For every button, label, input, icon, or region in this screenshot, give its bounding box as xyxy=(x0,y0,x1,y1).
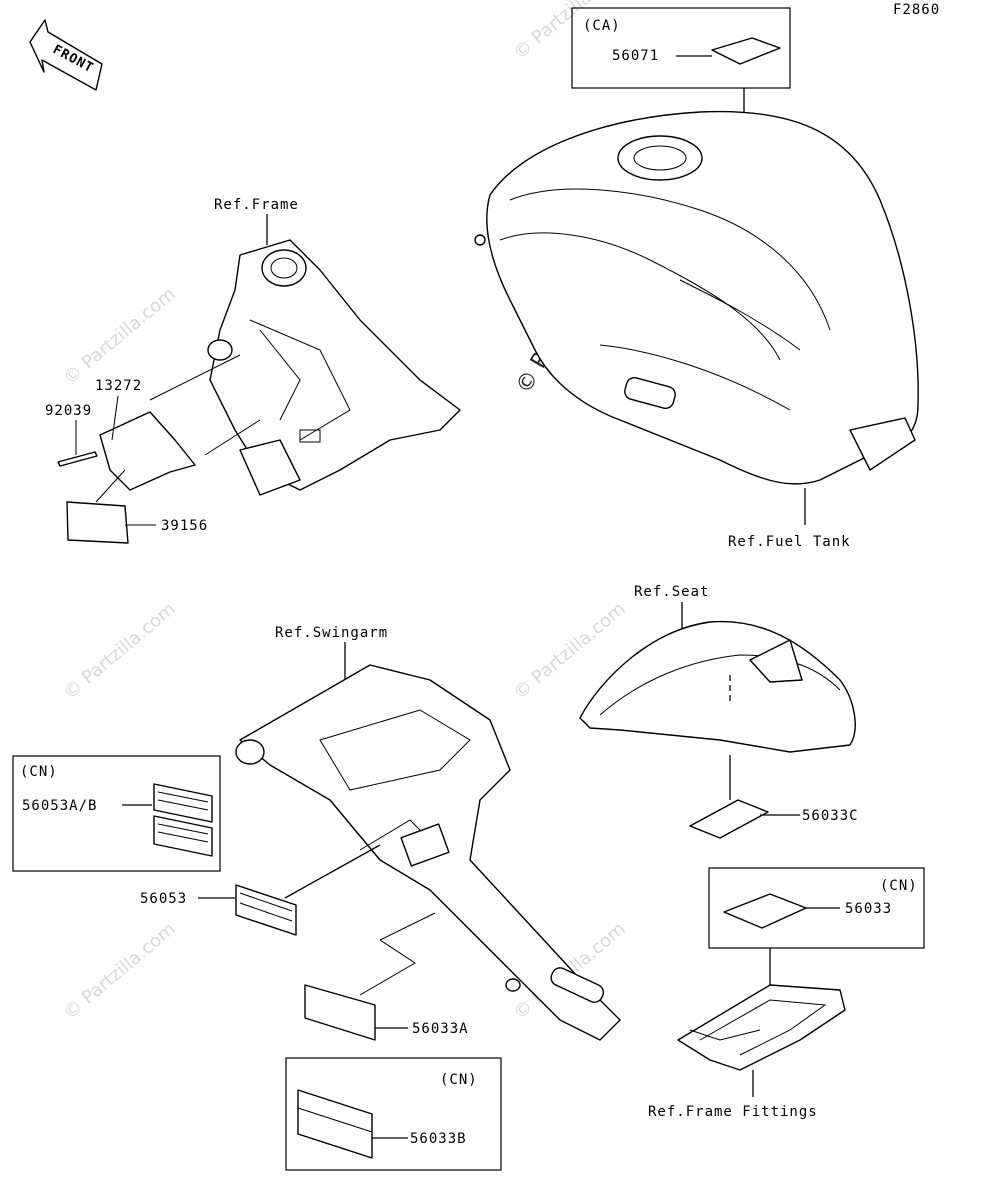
leader-13272 xyxy=(111,395,119,441)
part-number-56053ab: 56053A/B xyxy=(22,798,97,814)
part-number-13272: 13272 xyxy=(95,378,142,394)
cn-label-bottom: (CN) xyxy=(440,1072,478,1088)
rivet-92039 xyxy=(57,451,98,467)
part-number-92039: 92039 xyxy=(45,403,92,419)
watermark: © Partzilla.com xyxy=(60,918,180,1023)
leader-39156-frame xyxy=(95,469,126,503)
fuel-tank xyxy=(474,110,919,485)
part-number-56053: 56053 xyxy=(140,891,187,907)
label-56033a xyxy=(304,984,376,1041)
part-number-39156: 39156 xyxy=(161,518,208,534)
cn-box-bottom xyxy=(285,1057,502,1171)
front-arrow-icon xyxy=(29,19,103,91)
part-number-56033b: 56033B xyxy=(410,1131,467,1147)
seat-part xyxy=(579,620,856,753)
label-56033b xyxy=(297,1089,373,1159)
leader-13272-frame-b xyxy=(204,419,261,456)
frame-fittings-part xyxy=(677,984,846,1071)
reflector-56053 xyxy=(235,884,297,936)
part-number-56033a: 56033A xyxy=(412,1021,469,1037)
bracket-13272 xyxy=(99,411,196,491)
part-number-56033: 56033 xyxy=(845,901,892,917)
cn-label-right: (CN) xyxy=(880,878,918,894)
leader-13272-frame xyxy=(149,354,241,401)
label-decal-56071 xyxy=(711,37,781,65)
label-56033c xyxy=(689,799,769,839)
ref-frame: Ref.Frame xyxy=(214,197,299,213)
figure-code: F2860 xyxy=(893,2,940,18)
watermark: © Partzilla.com xyxy=(60,598,180,703)
part-number-56071: 56071 xyxy=(612,48,659,64)
watermark: © Partzilla.com xyxy=(60,283,180,388)
ref-frame-fittings: Ref.Frame Fittings xyxy=(648,1104,818,1120)
ref-swingarm: Ref.Swingarm xyxy=(275,625,388,641)
swingarm-part xyxy=(235,664,621,1041)
ca-label: (CA) xyxy=(583,18,621,34)
frame-part xyxy=(207,239,461,496)
label-39156 xyxy=(66,501,129,544)
ca-box xyxy=(571,7,791,89)
ref-fuel-tank: Ref.Fuel Tank xyxy=(728,534,851,550)
ref-seat: Ref.Seat xyxy=(634,584,709,600)
cn-box-right xyxy=(708,867,925,949)
reflector-56053ab xyxy=(153,783,213,857)
leader-56033a-swingarm xyxy=(359,912,436,996)
label-56033 xyxy=(723,893,807,929)
leader-56053-swingarm xyxy=(284,844,381,899)
cn-label-left: (CN) xyxy=(20,764,58,780)
cn-box-left xyxy=(12,755,221,872)
front-arrow: FRONT xyxy=(29,19,103,91)
part-number-56033c: 56033C xyxy=(802,808,859,824)
